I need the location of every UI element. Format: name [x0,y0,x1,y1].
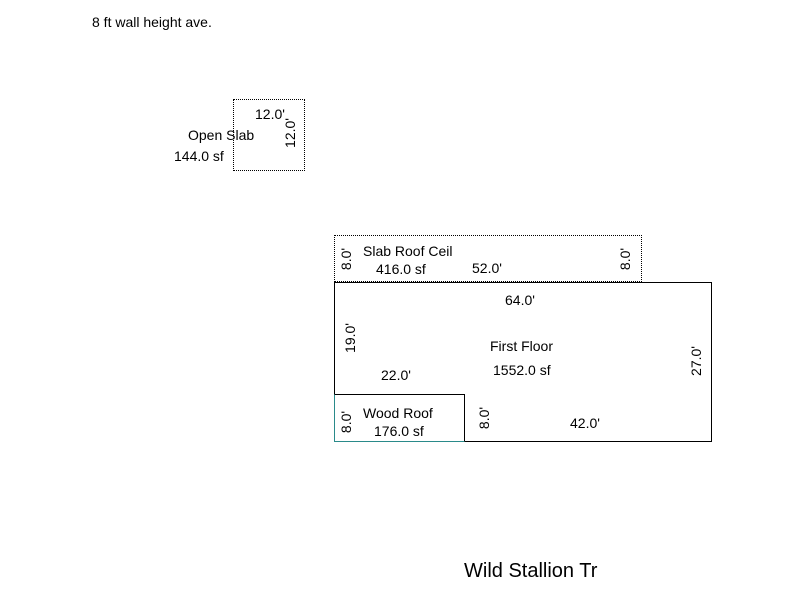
open-slab-outline [233,99,305,171]
slab-roof-area: 416.0 sf [376,261,426,277]
wood-roof-outline [334,394,465,442]
slab-roof-left-dimension: 8.0' [338,247,354,271]
first-floor-area: 1552.0 sf [493,362,551,378]
slab-roof-label: Slab Roof Ceil [363,243,453,259]
first-floor-label: First Floor [490,338,553,354]
open-slab-area: 144.0 sf [174,148,224,164]
first-floor-right-dimension: 27.0' [688,346,704,376]
wood-roof-area: 176.0 sf [374,423,424,439]
street-name: Wild Stallion Tr [464,560,598,582]
first-floor-notch-right-dimension: 8.0' [476,406,492,430]
slab-roof-right-dimension: 8.0' [617,247,633,271]
slab-roof-bottom-dimension: 52.0' [472,260,502,276]
slab-roof-outline [334,235,642,282]
first-floor-left-dimension: 19.0' [342,323,358,353]
wood-roof-left-dimension: 8.0' [338,410,354,434]
open-slab-label: Open Slab [188,127,255,143]
wall-height-note: 8 ft wall height ave. [92,14,212,30]
first-floor-bottom-dimension: 42.0' [570,415,600,431]
open-slab-right-dimension: 12.0' [282,118,298,148]
first-floor-notch-top-dimension: 22.0' [381,367,411,383]
first-floor-top-dimension: 64.0' [505,292,535,308]
first-floor-outline [334,282,712,442]
open-slab-top-dimension: 12.0' [255,106,285,122]
wood-roof-label: Wood Roof [363,405,433,421]
